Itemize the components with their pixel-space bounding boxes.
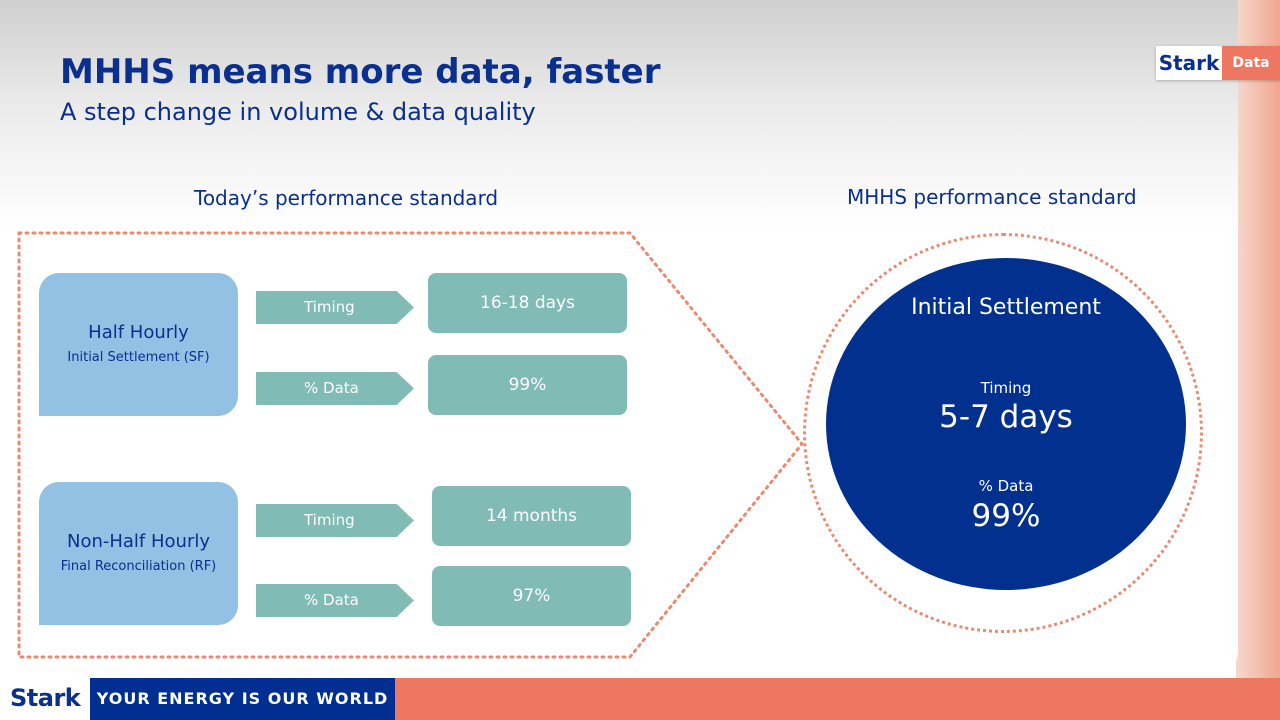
footer-logo: Stark xyxy=(10,684,81,712)
category-non-half-hourly: Non-Half Hourly Final Reconciliation (RF… xyxy=(39,482,238,625)
non-half-hourly-timing-value: 14 months xyxy=(432,486,631,546)
half-hourly-timing-arrow: Timing xyxy=(256,291,414,324)
mhhs-timing-label: Timing xyxy=(980,379,1032,397)
mhhs-circle: Initial Settlement Timing 5-7 days % Dat… xyxy=(826,258,1186,590)
mhhs-timing-value: 5-7 days xyxy=(939,399,1073,435)
mhhs-circle-title: Initial Settlement xyxy=(911,295,1101,320)
page-subtitle: A step change in volume & data quality xyxy=(60,98,536,126)
non-half-hourly-data-value: 97% xyxy=(432,566,631,626)
category-subtitle: Final Reconciliation (RF) xyxy=(60,558,217,574)
non-half-hourly-timing-arrow: Timing xyxy=(256,504,414,537)
mhhs-circle-outline xyxy=(803,233,1203,633)
today-standard-label: Today’s performance standard xyxy=(194,186,499,210)
mhhs-data-value: 99% xyxy=(971,498,1041,534)
brand-logo-data: Data xyxy=(1222,46,1280,80)
brand-logo-stark: Stark xyxy=(1156,46,1222,80)
half-hourly-timing-value: 16-18 days xyxy=(428,273,627,333)
category-subtitle: Initial Settlement (SF) xyxy=(67,349,210,365)
footer-logo-background xyxy=(0,678,90,720)
non-half-hourly-data-arrow: % Data xyxy=(256,584,414,617)
mhhs-data-label: % Data xyxy=(978,477,1034,495)
category-title: Non-Half Hourly xyxy=(66,530,210,552)
half-hourly-data-value: 99% xyxy=(428,355,627,415)
page-title: MHHS means more data, faster xyxy=(60,52,661,92)
half-hourly-data-arrow: % Data xyxy=(256,372,414,405)
category-half-hourly: Half Hourly Initial Settlement (SF) xyxy=(39,273,238,416)
brand-logo: Stark Data xyxy=(1156,46,1280,80)
category-title: Half Hourly xyxy=(88,321,189,343)
footer-tagline: YOUR ENERGY IS OUR WORLD xyxy=(90,678,395,720)
mhhs-standard-label: MHHS performance standard xyxy=(847,185,1137,209)
